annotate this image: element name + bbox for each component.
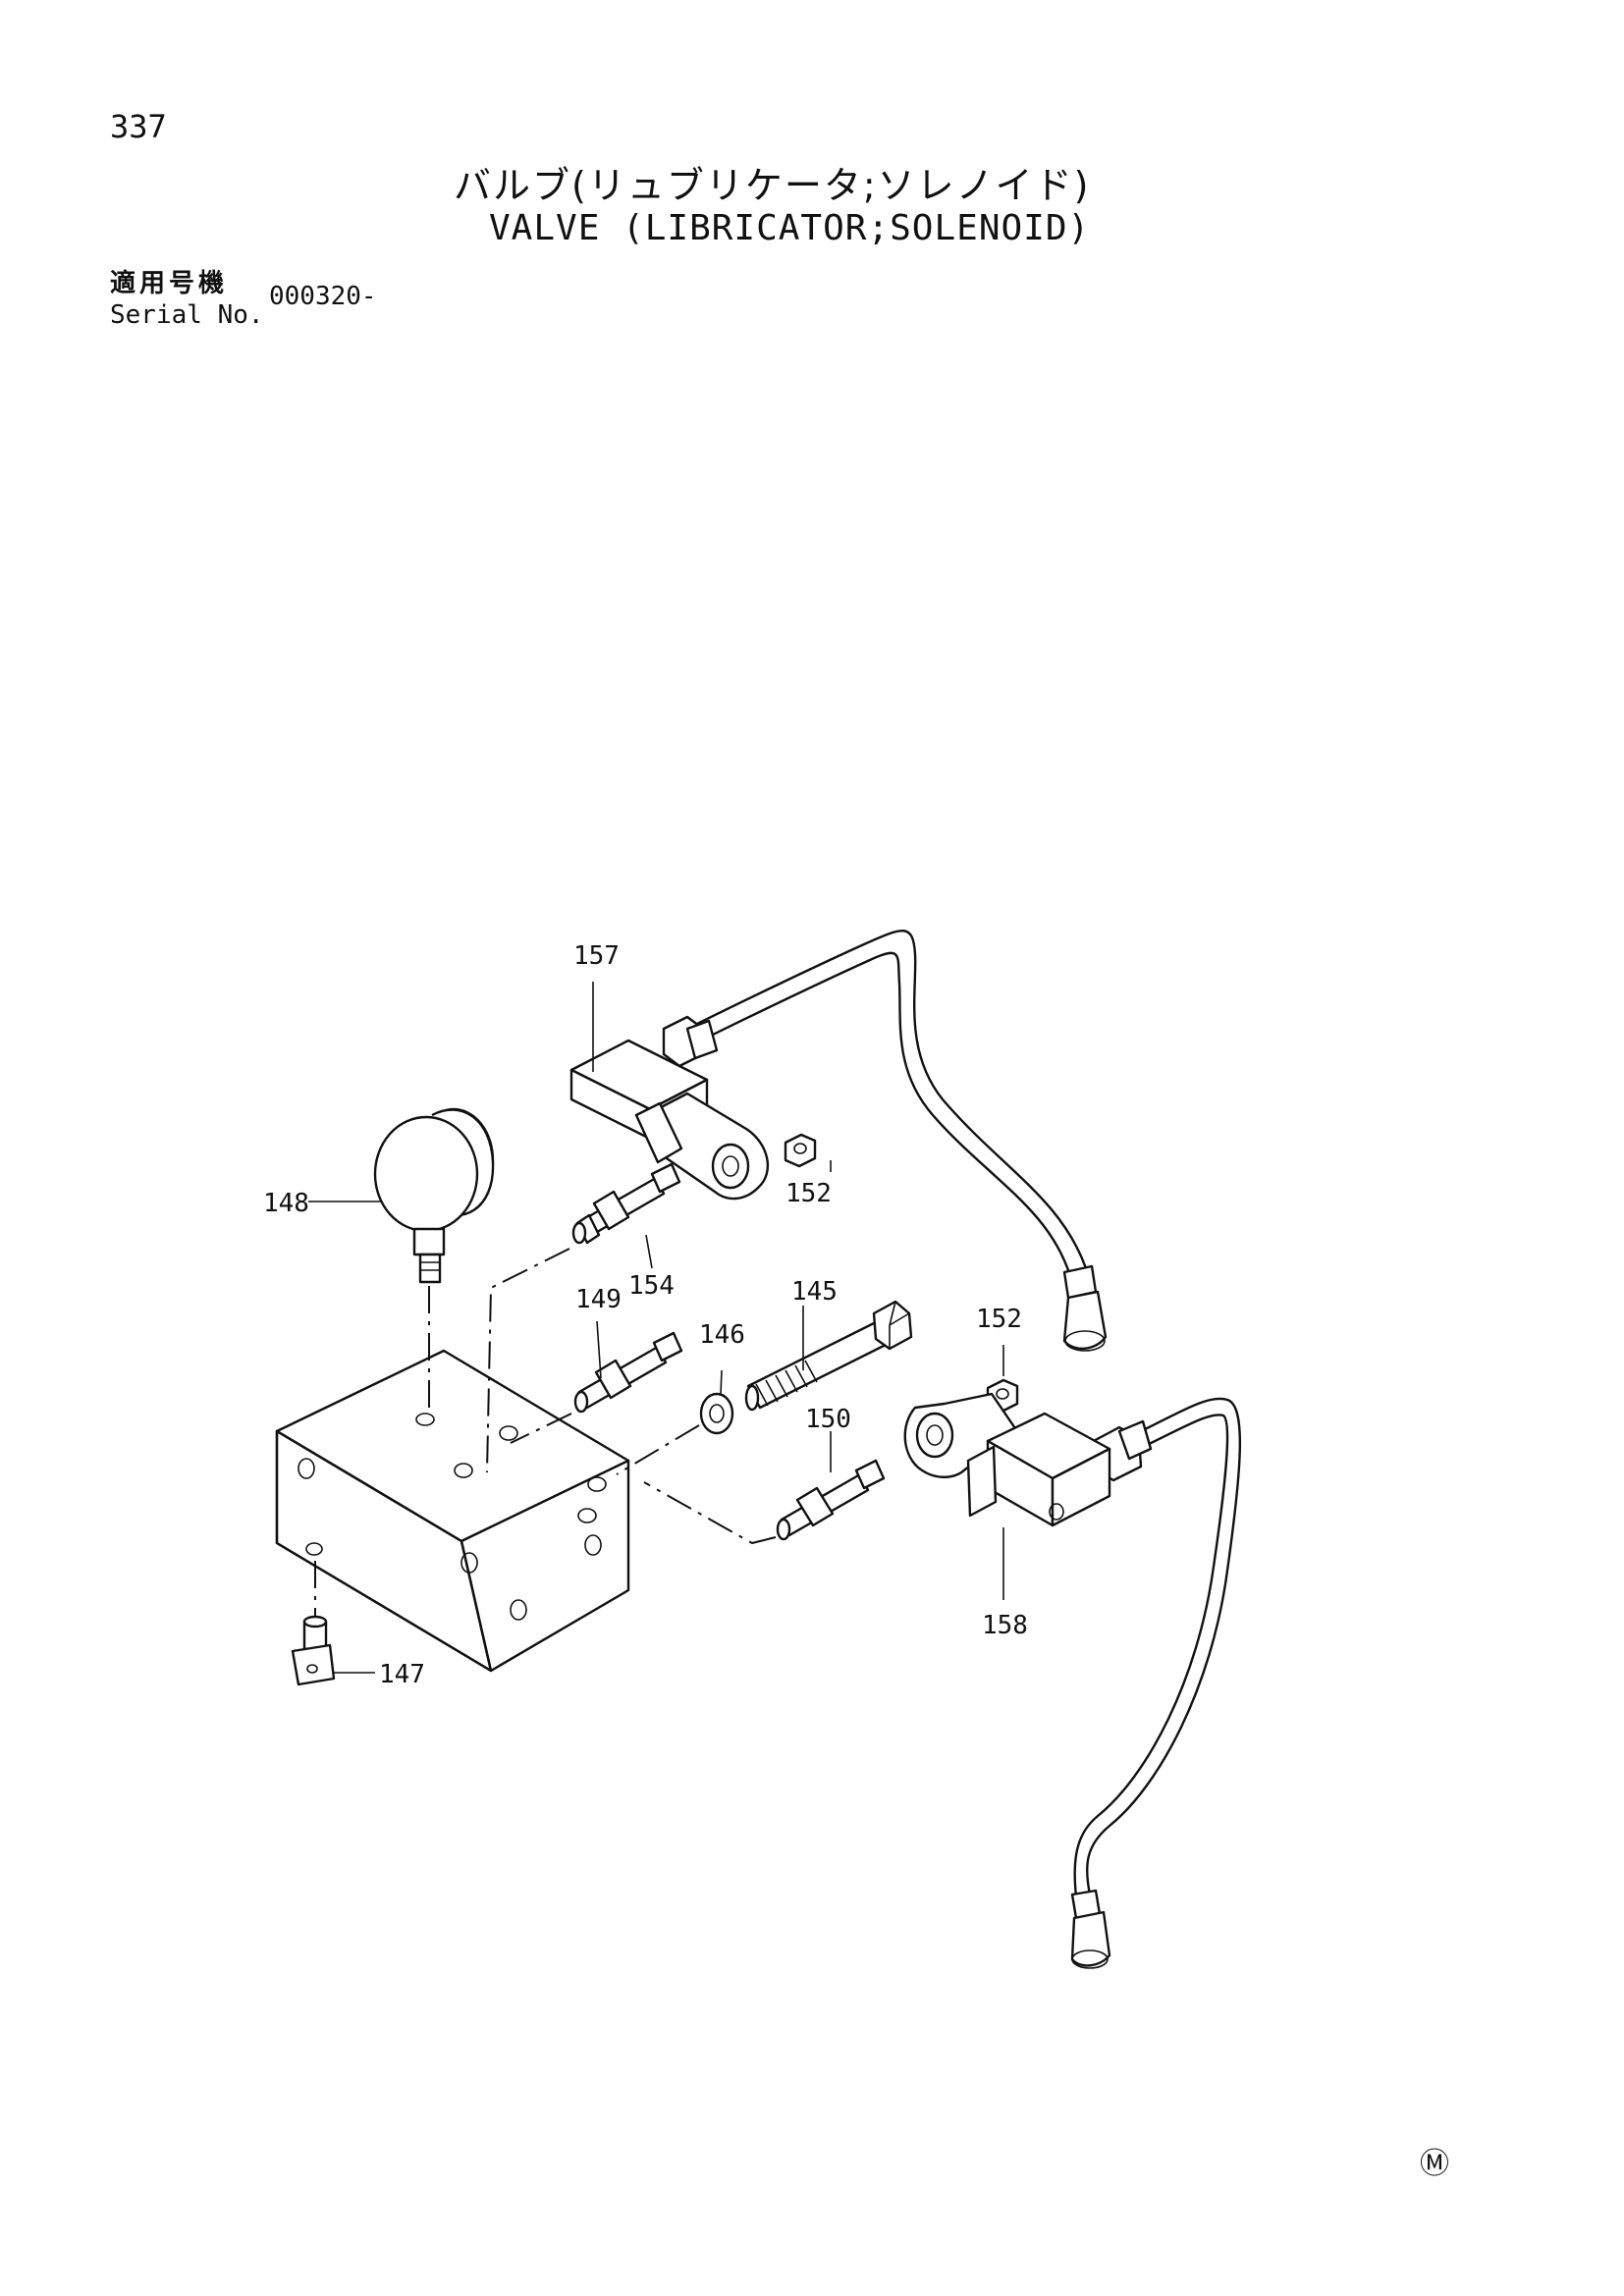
serial-label-japanese: 適用号機	[110, 269, 229, 298]
page-title-japanese: バルブ(リュブリケータ;ソレノイド)	[454, 164, 1091, 207]
callout-146: 146	[699, 1320, 745, 1350]
part-150-nipple	[643, 1459, 886, 1545]
callout-147: 147	[379, 1660, 425, 1689]
callout-148: 148	[263, 1189, 309, 1218]
part-154-nipple	[486, 1162, 681, 1473]
serial-label-english: Serial No.	[110, 300, 264, 330]
part-146-washer	[616, 1392, 734, 1475]
callout-152-lower: 152	[976, 1305, 1022, 1334]
part-152-nut-upper	[784, 1133, 817, 1168]
footer-m-mark: Ⓜ	[1420, 2147, 1449, 2181]
part-158-solenoid-hose	[903, 1392, 1242, 1969]
callout-157: 157	[573, 941, 620, 971]
page-number: 337	[110, 108, 167, 145]
callout-149: 149	[575, 1285, 622, 1314]
leader-lines	[308, 982, 1004, 1674]
part-147-elbow-fitting	[291, 1561, 336, 1686]
serial-number-value: 000320-	[269, 282, 377, 311]
callout-154: 154	[628, 1271, 675, 1301]
callout-158: 158	[982, 1611, 1028, 1640]
callout-145: 145	[791, 1277, 838, 1307]
part-145-bolt	[744, 1300, 913, 1412]
part-149-nipple	[510, 1331, 683, 1444]
page-title-english: VALVE (LIBRICATOR;SOLENOID)	[489, 208, 1091, 248]
callout-152-upper: 152	[785, 1179, 832, 1208]
callout-150: 150	[805, 1405, 851, 1434]
part-148-pressure-gauge	[373, 1107, 495, 1414]
valve-block	[275, 1349, 630, 1673]
part-157-solenoid-hose	[569, 930, 1108, 1352]
callout-numbers: 157 148 152 154 149 146 145 152 150 158 …	[263, 941, 1028, 1689]
